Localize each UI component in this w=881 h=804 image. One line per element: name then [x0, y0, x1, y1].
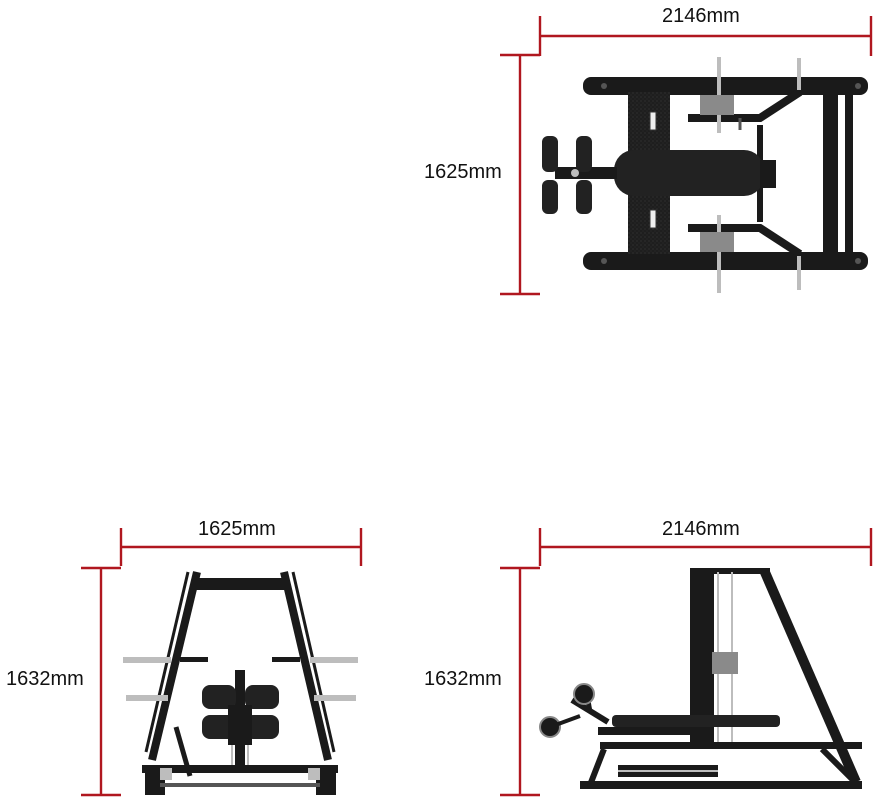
front-width-dimension-line [119, 528, 363, 566]
side-width-label: 2146mm [662, 518, 740, 540]
side-height-label: 1632mm [424, 668, 502, 690]
front-view-machine [123, 571, 358, 795]
top-view-machine [542, 57, 868, 293]
front-width-label: 1625mm [198, 518, 276, 540]
side-height-dimension-line [500, 566, 540, 797]
side-view [500, 528, 873, 797]
top-width-label: 2146mm [662, 5, 740, 27]
front-view [81, 528, 363, 797]
top-width-dimension-line [538, 16, 873, 56]
top-view [500, 16, 873, 296]
top-depth-dimension-line [500, 53, 540, 296]
front-height-label: 1632mm [6, 668, 84, 690]
front-height-dimension-line [81, 566, 121, 797]
side-width-dimension-line [538, 528, 873, 566]
top-depth-label: 1625mm [424, 161, 502, 183]
side-view-machine [539, 568, 862, 789]
